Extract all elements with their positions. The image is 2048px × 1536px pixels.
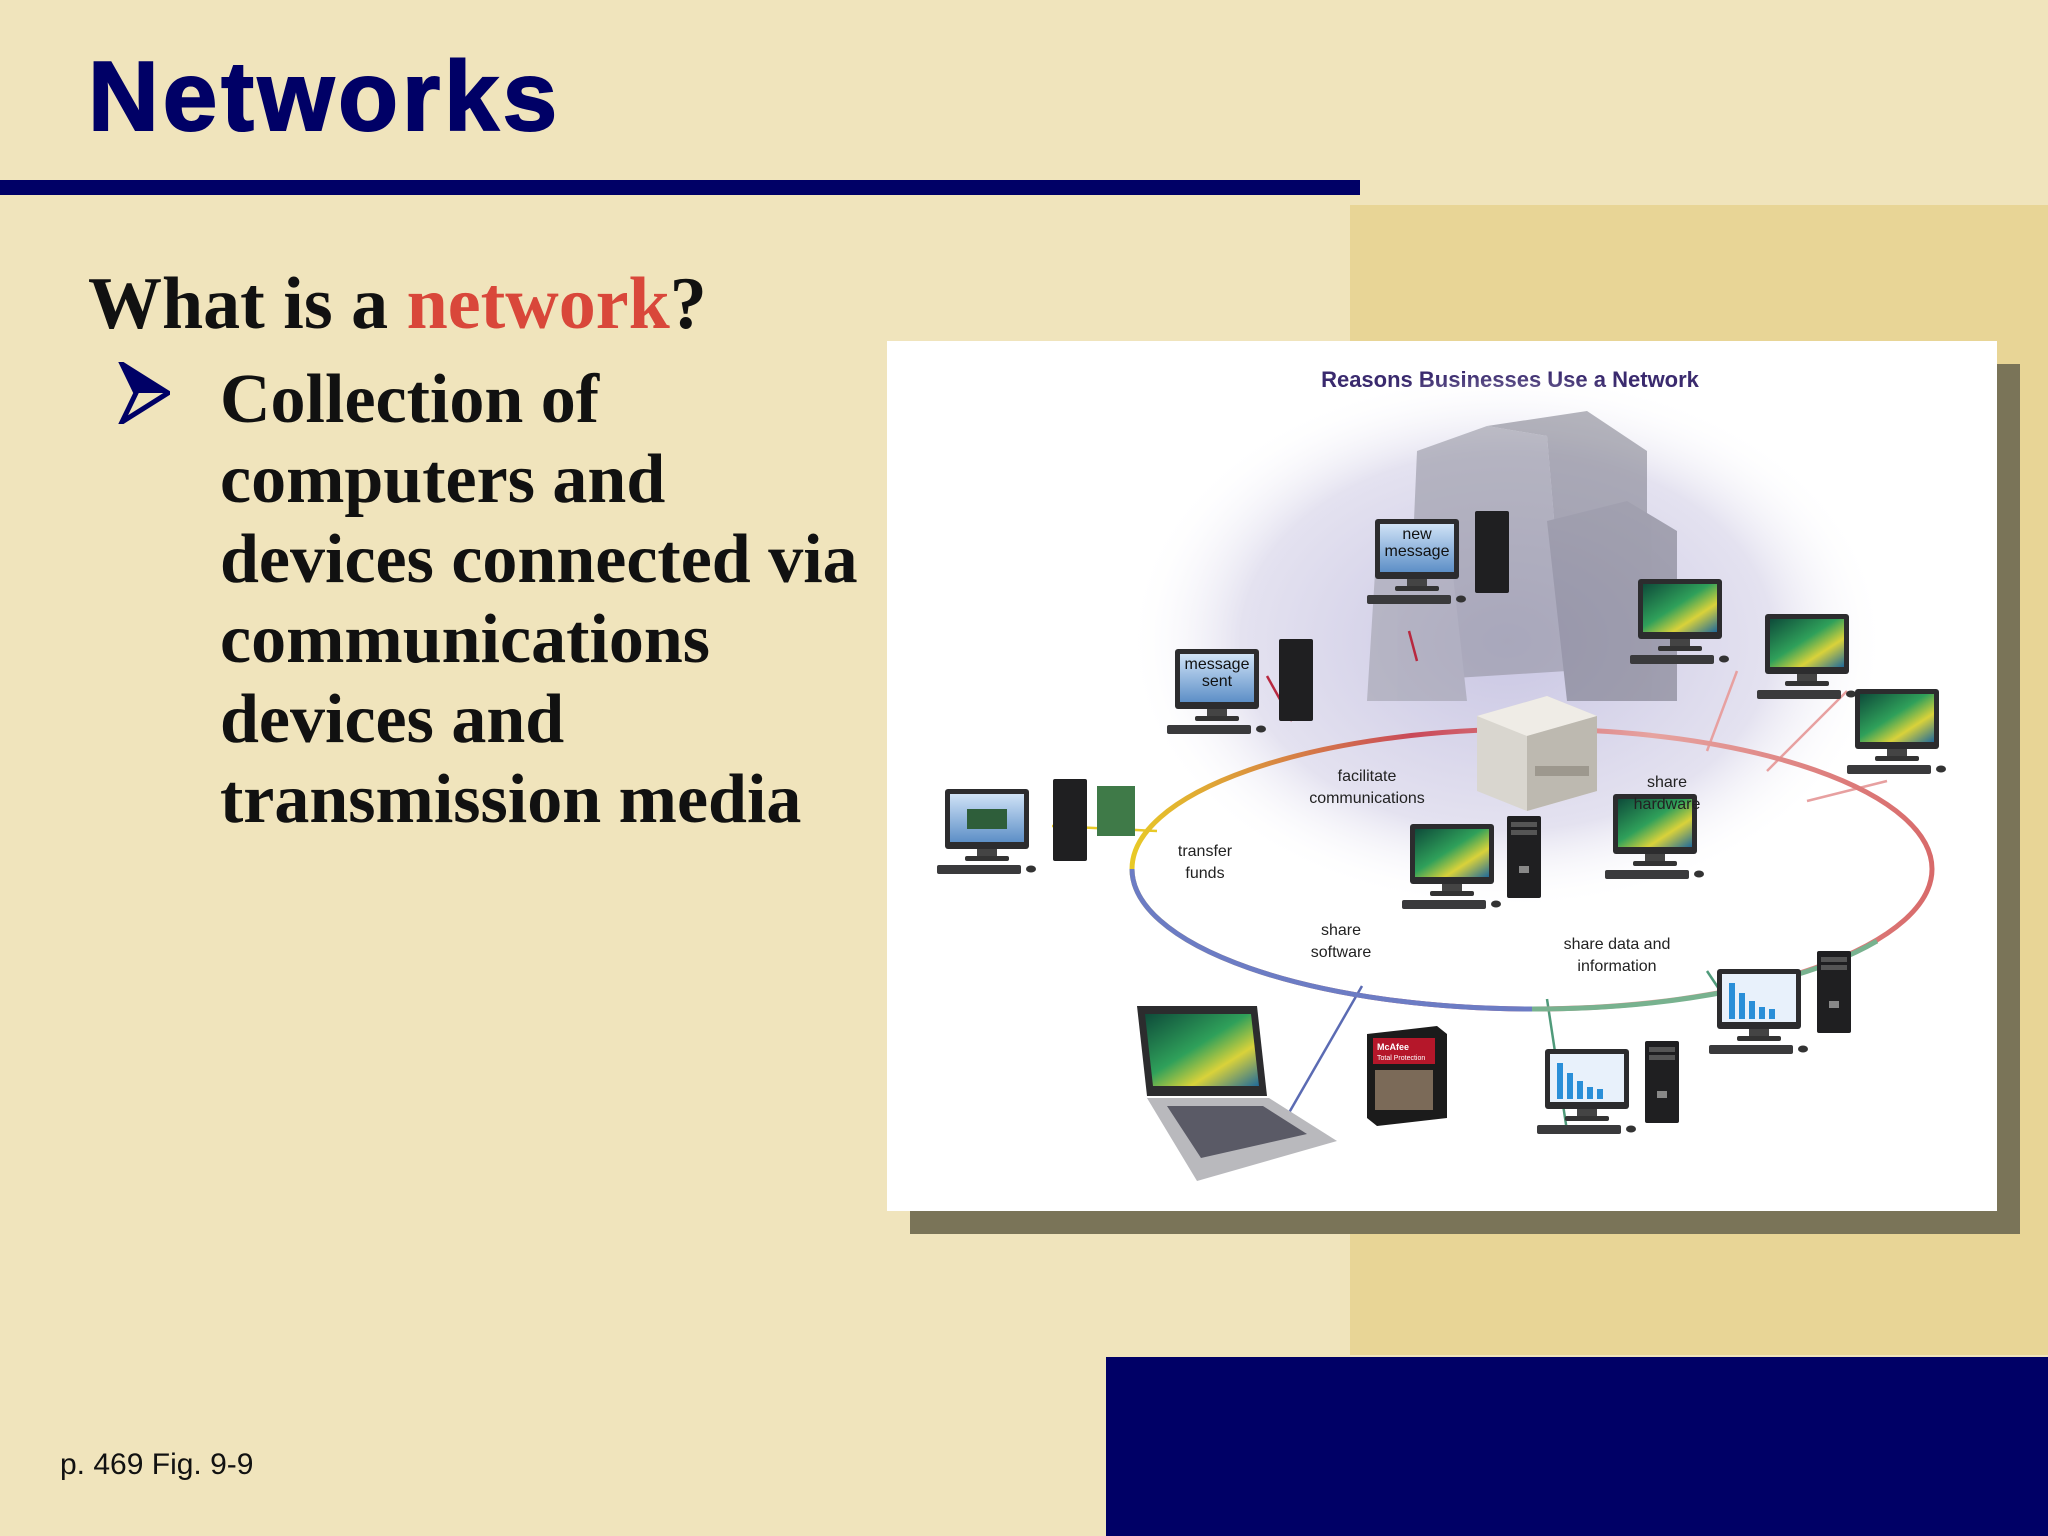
computer-new-message: new message — [1367, 511, 1509, 604]
computer-transfer-funds — [937, 779, 1135, 874]
label-communications: communications — [1309, 790, 1425, 807]
page-reference: p. 469 Fig. 9-9 — [60, 1448, 254, 1481]
question-prefix: What is a — [88, 263, 407, 345]
title-divider — [0, 180, 1360, 195]
navy-corner-block — [1106, 1357, 2048, 1536]
svg-text:McAfee: McAfee — [1377, 1042, 1409, 1052]
label-share-hw-2: hardware — [1634, 796, 1701, 813]
label-facilitate: facilitate — [1338, 768, 1397, 785]
arrow-bullet-icon — [118, 362, 170, 424]
question-heading: What is a network? — [88, 262, 707, 347]
label-share-data-2: information — [1577, 958, 1656, 975]
question-suffix: ? — [669, 263, 707, 345]
svg-text:new: new — [1402, 526, 1432, 543]
svg-text:message: message — [1185, 656, 1250, 673]
svg-text:Total Protection: Total Protection — [1377, 1055, 1425, 1062]
network-diagram: Reasons Businesses Use a Network — [937, 367, 1946, 1181]
computer-chart-2 — [1709, 951, 1851, 1054]
svg-text:sent: sent — [1202, 673, 1233, 690]
printer-icon — [1477, 696, 1597, 811]
slide-title: Networks — [87, 40, 562, 152]
label-share-data-1: share data and — [1564, 936, 1671, 953]
label-share-sw-1: share — [1321, 922, 1361, 939]
network-figure: Reasons Businesses Use a Network — [887, 341, 1997, 1211]
software-box-icon: McAfee Total Protection — [1367, 1026, 1447, 1126]
label-transfer-2: funds — [1185, 865, 1224, 882]
label-share-sw-2: software — [1311, 944, 1372, 961]
question-highlight: network — [406, 263, 670, 345]
label-transfer-1: transfer — [1178, 843, 1233, 860]
laptop-icon — [1137, 1006, 1337, 1181]
label-share-hw-1: share — [1647, 774, 1687, 791]
computer-chart-1 — [1537, 1041, 1679, 1134]
computer-top-right-3 — [1847, 689, 1946, 774]
svg-text:message: message — [1385, 543, 1450, 560]
computer-message-sent: message sent — [1167, 639, 1313, 734]
bullet-text: Collection of computers and devices conn… — [220, 361, 858, 838]
